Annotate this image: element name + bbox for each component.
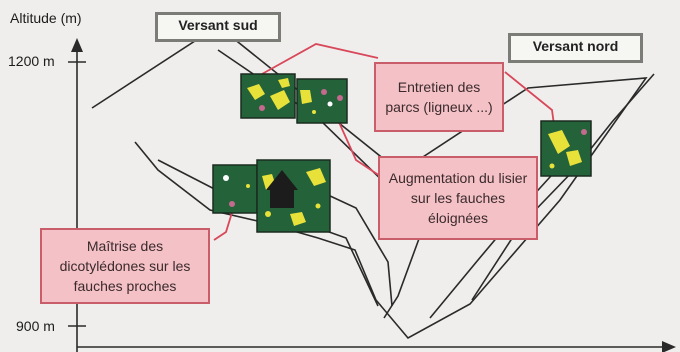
parcel-south-lower-main (256, 159, 331, 233)
outer-valley-line (91, 25, 648, 340)
parcel-north (540, 120, 592, 177)
callout-entretien-parcs: Entretien des parcs (ligneux ...) (374, 62, 504, 132)
parcel-south-upper-right (296, 78, 348, 124)
x-axis-arrow-icon (662, 341, 676, 352)
parcel-south-upper-left (240, 73, 296, 119)
altitude-axis (68, 38, 676, 352)
label-versant-nord: Versant nord (508, 33, 643, 63)
label-versant-sud: Versant sud (155, 12, 281, 42)
callout-augmentation-lisier: Augmentation du lisier sur les fauches é… (378, 156, 538, 240)
tick-label-900: 900 m (16, 318, 55, 334)
farm-house-icon (266, 170, 298, 208)
connector-dicot (213, 205, 235, 241)
valley-outlines (91, 25, 655, 340)
callout-maitrise-dicotyledones: Maîtrise des dicotylédones sur les fauch… (40, 228, 210, 304)
parcel-south-lower-left (212, 164, 258, 214)
connector-parcs-left (261, 43, 379, 75)
y-axis-arrow-icon (71, 38, 83, 52)
connector-lisier (337, 119, 381, 177)
axis-title: Altitude (m) (10, 10, 82, 26)
tick-label-1200: 1200 m (8, 53, 55, 69)
